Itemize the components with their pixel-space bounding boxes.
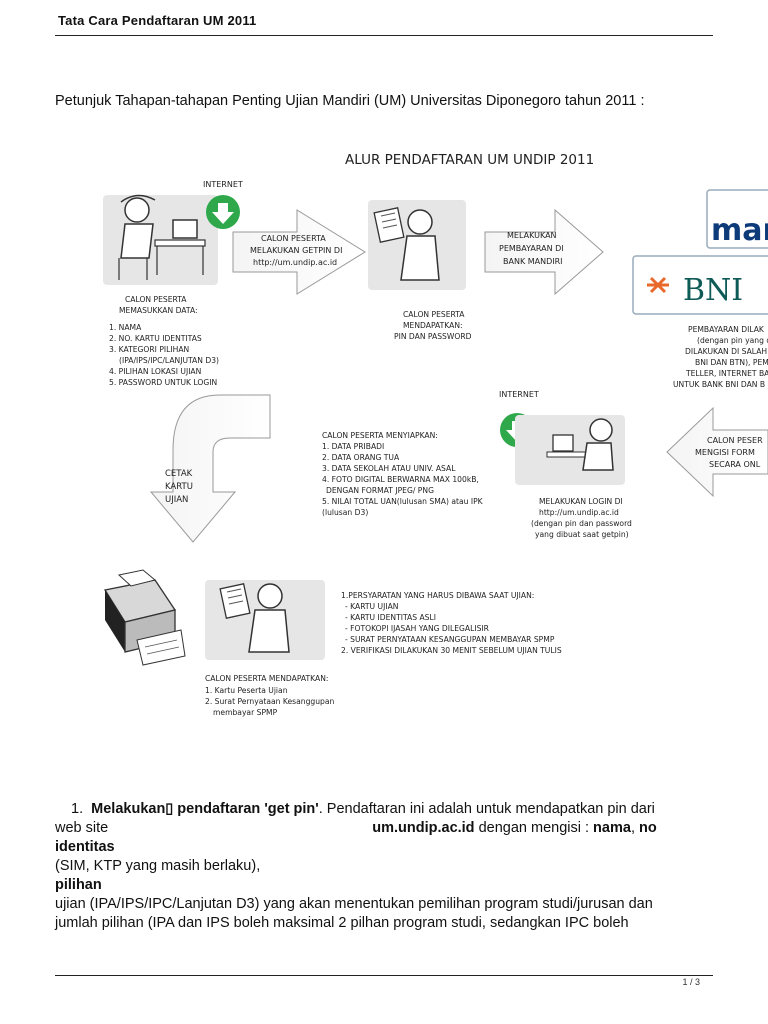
download-icon: [206, 195, 240, 229]
ujian-line: ujian (IPA/IPS/IPC/Lanjutan D3) yang aka…: [55, 895, 715, 914]
step2-text: CALON PESERTA MENDAPATKAN: PIN DAN PASSW…: [394, 310, 472, 341]
header-title: Tata Cara Pendaftaran UM 2011: [58, 13, 256, 28]
svg-text:mar: mar: [711, 213, 768, 248]
person-at-computer-icon: [103, 195, 218, 285]
intro-text: Petunjuk Tahapan-tahapan Penting Ujian M…: [55, 93, 644, 109]
person-at-computer-icon-2: [515, 415, 625, 485]
pilihan-line: pilihan: [55, 876, 715, 895]
diagram-title: ALUR PENDAFTARAN UM UNDIP 2011: [345, 152, 594, 168]
header-rule: [55, 35, 713, 36]
internet-label-1: INTERNET: [203, 180, 243, 189]
footer-rule: [55, 975, 713, 976]
person-with-document-icon: [368, 200, 466, 290]
instruction-text: 1. Melakukan▯ pendaftaran 'get pin'. Pen…: [55, 800, 715, 933]
prepare-list: CALON PESERTA MENYIAPKAN: 1. DATA PRIBAD…: [322, 431, 485, 517]
requirements-list: 1.PERSYARATAN YANG HARUS DIBAWA SAAT UJI…: [341, 591, 562, 655]
page-number: 1 / 3: [682, 977, 700, 987]
bni-logo: BNI: [633, 256, 768, 314]
website-url: um.undip.ac.id: [372, 820, 474, 836]
person-with-document-icon-2: [205, 580, 325, 660]
registration-flow-diagram: ALUR PENDAFTARAN UM UNDIP 2011 INTERNET …: [85, 140, 768, 740]
sim-line: (SIM, KTP yang masih berlaku),: [55, 857, 715, 876]
step1-list: 1. NAMA 2. NO. KARTU IDENTITAS 3. KATEGO…: [109, 323, 221, 387]
payment-text: PEMBAYARAN DILAK (dengan pin yang d DILA…: [673, 325, 768, 389]
arrow-payment-text: MELAKUKAN PEMBAYARAN DI BANK MANDIRI: [499, 231, 566, 266]
internet-label-2: INTERNET: [499, 390, 539, 399]
website-line: web site um.undip.ac.id dengan mengisi :…: [55, 819, 715, 838]
identitas-line: identitas: [55, 838, 715, 857]
login-text: MELAKUKAN LOGIN DI http://um.undip.ac.id…: [531, 497, 634, 539]
step1-heading: CALON PESERTA MEMASUKKAN DATA:: [119, 295, 198, 315]
mandiri-logo: mar: [707, 190, 768, 248]
step-1-line: 1. Melakukan▯ pendaftaran 'get pin'. Pen…: [55, 800, 715, 819]
jumlah-line: jumlah pilihan (IPA dan IPS boleh maksim…: [55, 914, 715, 933]
printer-icon: [105, 570, 185, 665]
svg-text:BNI: BNI: [683, 273, 743, 308]
step-1-heading: Melakukan▯ pendaftaran 'get pin': [91, 801, 319, 817]
list-number: 1.: [71, 801, 83, 817]
final-list: CALON PESERTA MENDAPATKAN: 1. Kartu Pese…: [205, 674, 337, 717]
